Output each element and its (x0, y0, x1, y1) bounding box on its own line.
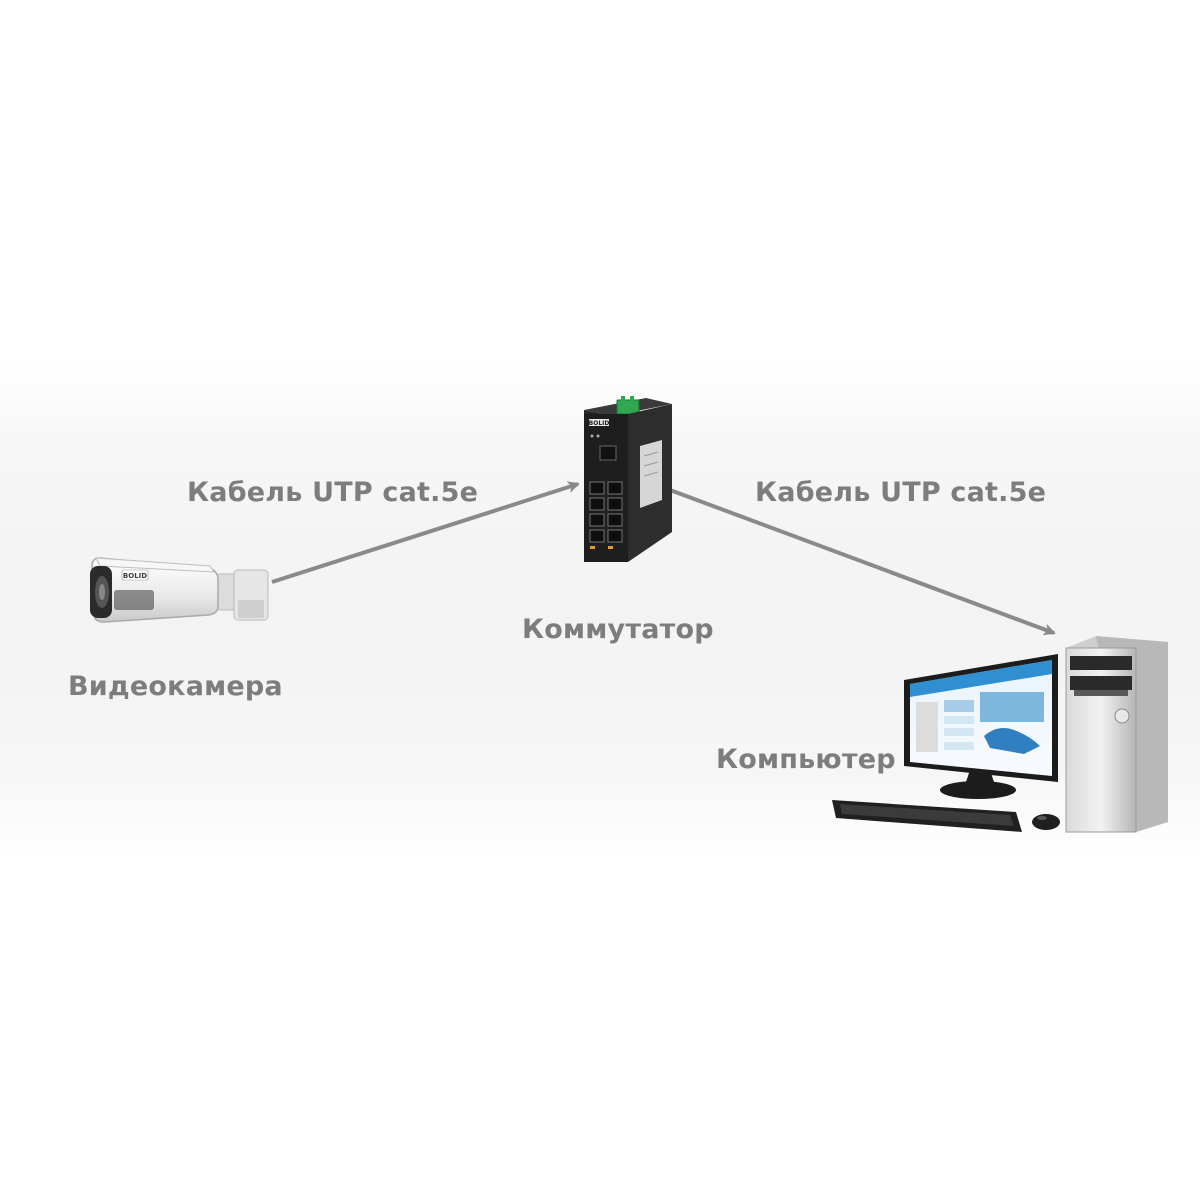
cable-arrow-right (669, 488, 1056, 636)
video-camera-icon: BOLID (90, 557, 269, 623)
switch-label: Коммутатор (522, 614, 714, 645)
cable-label-right: Кабель UTP cat.5e (755, 477, 1047, 508)
camera-label: Видеокамера (68, 671, 283, 702)
cable-arrow-left (271, 481, 580, 584)
switch-brand-text: BOLID (589, 420, 610, 427)
camera-brand-text: BOLID (123, 572, 147, 580)
computer-label: Компьютер (716, 744, 896, 775)
cable-label-left: Кабель UTP cat.5e (187, 477, 479, 508)
computer-icon (832, 636, 1168, 833)
network-switch-icon: BOLID (584, 396, 672, 562)
